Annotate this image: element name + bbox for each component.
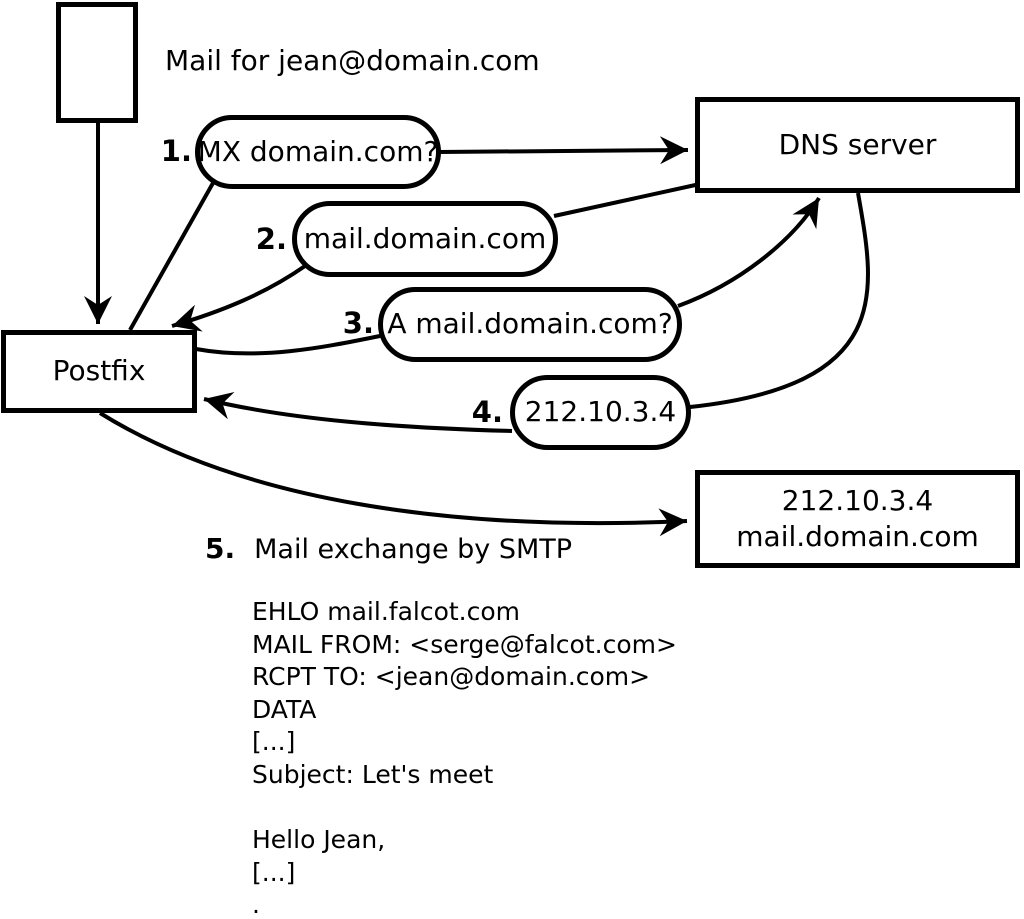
smtp-line-greeting: Hello Jean,: [252, 825, 386, 855]
step3-query-pill: A mail.domain.com?: [378, 287, 682, 362]
postfix-label: Postfix: [52, 354, 146, 388]
line-dns-to-answer2: [553, 182, 701, 218]
arrow-answer4-to-postfix: [203, 392, 513, 433]
step3-number: 3.: [342, 306, 374, 340]
smtp-line-rcpt-to: RCPT TO: <jean@domain.com>: [252, 662, 651, 692]
step5-caption: 5. Mail exchange by SMTP: [205, 532, 572, 565]
line-dns-to-answer4: [689, 192, 870, 409]
smtp-line-ehlo: EHLO mail.falcot.com: [252, 597, 521, 626]
mail-server-hostname: mail.domain.com: [736, 520, 979, 553]
mail-message-icon: [56, 2, 138, 123]
line-postfix-to-query3: [195, 334, 381, 356]
step2-number: 2.: [255, 222, 287, 256]
arrow-query1-to-dns: [437, 136, 689, 165]
arrow-postfix-to-mailserver-smtp: [98, 411, 688, 537]
arrow-answer2-to-postfix: [171, 264, 307, 332]
step5-label: Mail exchange by SMTP: [254, 534, 573, 565]
line-postfix-to-query1: [128, 182, 215, 331]
step4-answer-label: 212.10.3.4: [524, 395, 677, 429]
mail-server-ip: 212.10.3.4: [781, 483, 934, 517]
step1-number: 1.: [160, 134, 192, 168]
dns-server-node: DNS server: [695, 97, 1020, 193]
dns-server-label: DNS server: [778, 127, 937, 161]
smtp-line-mail-from: MAIL FROM: <serge@falcot.com>: [252, 629, 677, 659]
step1-query-pill: MX domain.com?: [195, 115, 441, 189]
step2-answer-pill: mail.domain.com: [292, 201, 558, 277]
smtp-line-blank: [252, 792, 677, 825]
arrow-query3-to-dns: [677, 196, 821, 308]
step4-answer-pill: 212.10.3.4: [510, 375, 691, 450]
smtp-line-ellipsis-1: [...]: [252, 727, 296, 757]
diagram-title: Mail for jean@domain.com: [165, 44, 540, 77]
step2-answer-label: mail.domain.com: [303, 221, 547, 255]
postfix-node: Postfix: [1, 330, 197, 413]
step4-number: 4.: [471, 395, 503, 429]
step1-query-label: MX domain.com?: [197, 134, 439, 168]
smtp-line-subject: Subject: Let's meet: [252, 759, 494, 789]
step3-query-label: A mail.domain.com?: [387, 307, 673, 341]
smtp-session-transcript: EHLO mail.falcot.com MAIL FROM: <serge@f…: [252, 596, 677, 919]
smtp-line-ellipsis-2: [...]: [252, 857, 296, 887]
mail-server-label: 212.10.3.4 mail.domain.com: [736, 483, 978, 556]
smtp-line-data: DATA: [252, 694, 317, 724]
smtp-line-terminator: .: [252, 890, 260, 919]
step5-number: 5.: [205, 532, 236, 565]
mail-server-node: 212.10.3.4 mail.domain.com: [695, 470, 1020, 568]
